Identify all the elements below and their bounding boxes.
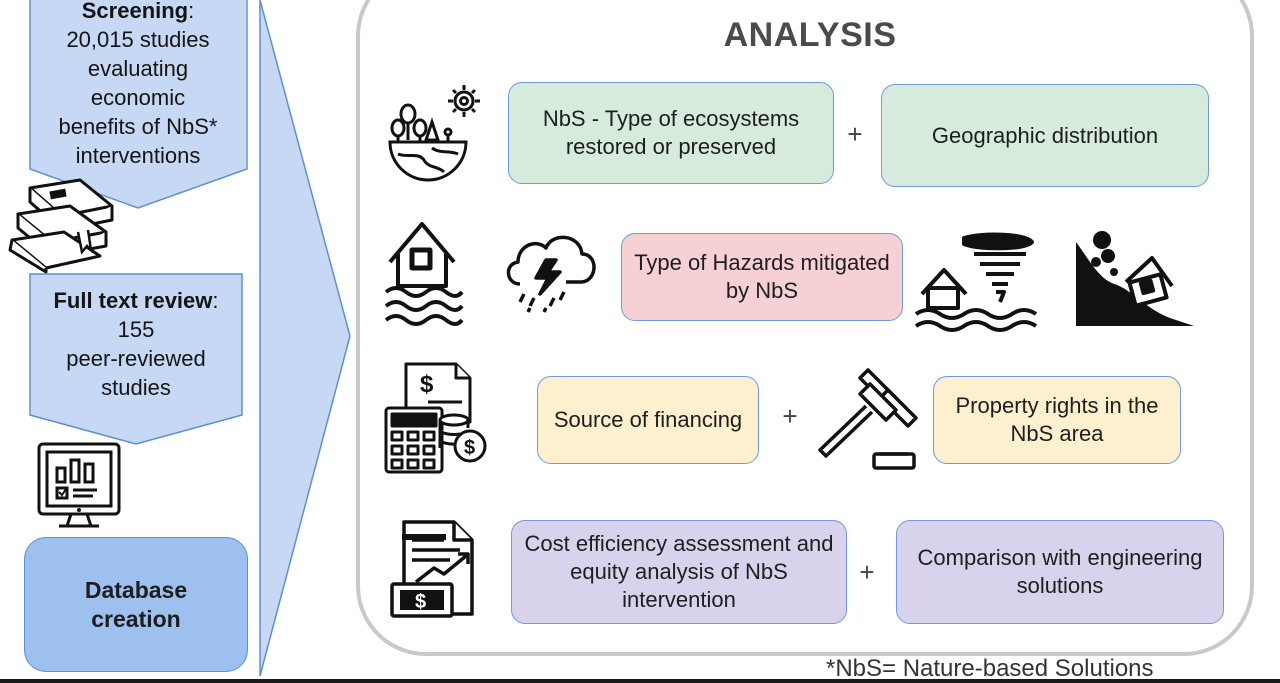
geographic-distribution-box: Geographic distribution: [881, 84, 1209, 187]
plus-connector: +: [782, 401, 798, 431]
screening-step: [30, 0, 246, 208]
screening-step-outline: [29, 0, 248, 209]
footnote: *NbS= Nature-based Solutions: [826, 655, 1154, 682]
calculator-money-icon: $ $: [384, 362, 487, 474]
full-text-line: studies: [101, 375, 171, 400]
storm-cloud-icon: [506, 235, 596, 313]
screening-line: benefits of NbS*: [58, 114, 218, 139]
property-rights-box: Property rights in the NbS area: [933, 376, 1181, 464]
screening-line: interventions: [75, 143, 201, 168]
full-text-step: [30, 274, 242, 444]
full-text-text: Full text review: 155 peer-reviewed stud…: [30, 286, 242, 402]
dollar-sign-glyph: $: [420, 371, 434, 398]
full-text-line: peer-reviewed: [66, 346, 206, 371]
analysis-title: ANALYSIS: [723, 16, 897, 54]
landslide-icon: [1076, 231, 1194, 326]
cost-efficiency-box: Cost efficiency assessment and equity an…: [511, 520, 847, 624]
computer-chart-icon: [37, 442, 121, 528]
plus-connector: +: [847, 119, 863, 149]
screening-line: 20,015 studies: [66, 27, 210, 52]
engineering-comparison-box: Comparison with engineering solutions: [896, 520, 1224, 624]
financing-box: Source of financing: [537, 376, 759, 464]
screening-text: Screening: 20,015 studies evaluating eco…: [30, 0, 246, 170]
flow-arrow: [259, 0, 351, 677]
full-text-line: 155: [117, 317, 155, 342]
ecosystem-type-box: NbS - Type of ecosystems restored or pre…: [508, 82, 834, 184]
bottom-border: [0, 679, 1280, 683]
screening-line: economic: [90, 85, 186, 110]
screening-label: Screening: [81, 0, 189, 23]
screening-line: evaluating: [87, 56, 189, 81]
gavel-icon: [818, 368, 918, 470]
flood-house-icon: [384, 222, 464, 326]
full-text-label: Full text review: [53, 288, 213, 313]
books-icon: [8, 178, 114, 274]
plus-connector: +: [859, 557, 875, 587]
tornado-icon: [914, 232, 1038, 332]
svg-text:$: $: [464, 437, 475, 459]
svg-text:$: $: [415, 591, 426, 613]
ecosystem-icon: [388, 103, 468, 182]
full-text-step-outline: [29, 273, 243, 445]
cost-document-icon: $: [390, 520, 474, 618]
gear-icon: [448, 85, 480, 117]
hazards-box: Type of Hazards mitigated by NbS: [621, 233, 903, 321]
